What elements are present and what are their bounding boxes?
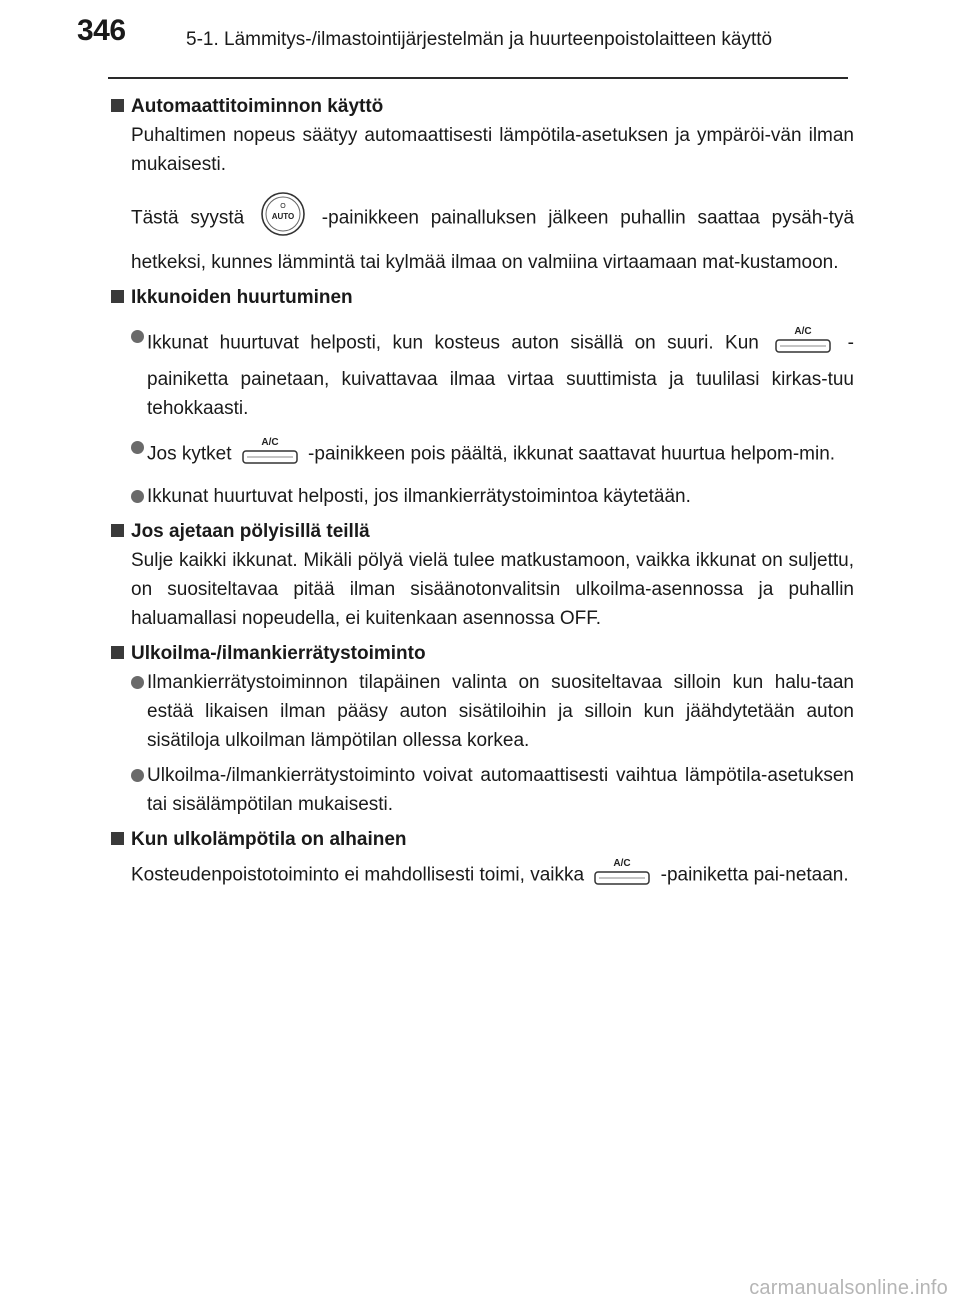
paragraph-text-after: -painiketta pai-netaan. [660, 864, 849, 886]
paragraph-dusty-roads: Sulje kaikki ikkunat. Mikäli pölyä vielä… [131, 550, 854, 629]
section-heading-dusty-roads: Jos ajetaan pölyisillä teillä [110, 517, 854, 546]
ac-icon-label: A/C [261, 437, 278, 448]
page-content: Automaattitoiminnon käyttö Puhaltimen no… [110, 92, 854, 897]
section-heading-low-temperature: Kun ulkolämpötila on alhainen [110, 825, 854, 854]
ac-button-icon: A/C [774, 322, 832, 365]
section-heading-automatic: Automaattitoiminnon käyttö [110, 92, 854, 121]
bullet-humidity: Ikkunat huurtuvat helposti, kun kosteus … [110, 322, 854, 423]
ac-icon-label: A/C [614, 858, 631, 869]
ac-button-icon: A/C [593, 854, 651, 897]
ac-button-icon: A/C [241, 433, 299, 476]
section-heading-text: Kun ulkolämpötila on alhainen [131, 829, 407, 850]
auto-icon-label: AUTO [272, 212, 295, 221]
section-heading-text: Ikkunoiden huurtuminen [131, 287, 353, 308]
round-bullet-icon [131, 490, 144, 503]
bullet-text: Ilmankierrätystoiminnon tilapäinen valin… [147, 672, 854, 751]
chapter-title: 5-1. Lämmitys-/ilmastointijärjestelmän j… [186, 29, 773, 50]
bullet-recirculation-temporary: Ilmankierrätystoiminnon tilapäinen valin… [110, 668, 854, 755]
section-heading-outside-air: Ulkoilma-/ilmankierrätystoiminto [110, 639, 854, 668]
bullet-auto-switch: Ulkoilma-/ilmankierrätystoiminto voivat … [110, 761, 854, 819]
paragraph-text-after: -painikkeen painalluksen jälkeen puhalli… [131, 207, 855, 273]
auto-button-icon: O AUTO [260, 189, 306, 248]
round-bullet-icon [131, 330, 144, 343]
paragraph-text-before: Tästä syystä [131, 207, 245, 229]
bullet-text-after: -painiketta painetaan, kuivattavaa ilmaa… [147, 332, 854, 419]
bullet-text: Ulkoilma-/ilmankierrätystoiminto voivat … [147, 765, 854, 815]
section-heading-text: Automaattitoiminnon käyttö [131, 96, 384, 117]
paragraph-low-temperature: Kosteudenpoistotoiminto ei mahdollisesti… [110, 854, 854, 897]
watermark: carmanualsonline.info [749, 1277, 948, 1299]
bullet-text: Ikkunat huurtuvat helposti, jos ilmankie… [147, 486, 691, 507]
paragraph-text-before: Kosteudenpoistotoiminto ei mahdollisesti… [131, 864, 585, 886]
bullet-text-after: -painikkeen pois päältä, ikkunat saattav… [308, 443, 836, 465]
bullet-ac-off: Jos kytket A/C -painikkeen pois päältä, … [110, 433, 854, 476]
square-bullet-icon [111, 524, 124, 537]
auto-icon-top-label: O [280, 203, 286, 210]
square-bullet-icon [111, 646, 124, 659]
page-number: 346 [77, 14, 126, 47]
section-heading-text: Jos ajetaan pölyisillä teillä [131, 521, 370, 542]
round-bullet-icon [131, 769, 144, 782]
bullet-text-before: Jos kytket [147, 443, 232, 465]
square-bullet-icon [111, 832, 124, 845]
paragraph-fan-speed: Puhaltimen nopeus säätyy automaattisesti… [131, 125, 854, 175]
paragraph-auto-button: Tästä syystä O AUTO -painikkeen painallu… [110, 189, 854, 277]
square-bullet-icon [111, 99, 124, 112]
square-bullet-icon [111, 290, 124, 303]
section-heading-fogging: Ikkunoiden huurtuminen [110, 283, 854, 312]
bullet-text-before: Ikkunat huurtuvat helposti, kun kosteus … [147, 332, 759, 354]
ac-icon-label: A/C [795, 326, 812, 337]
round-bullet-icon [131, 676, 144, 689]
header-rule [108, 77, 848, 79]
bullet-recirculation: Ikkunat huurtuvat helposti, jos ilmankie… [110, 482, 854, 511]
round-bullet-icon [131, 441, 144, 454]
section-heading-text: Ulkoilma-/ilmankierrätystoiminto [131, 643, 426, 664]
